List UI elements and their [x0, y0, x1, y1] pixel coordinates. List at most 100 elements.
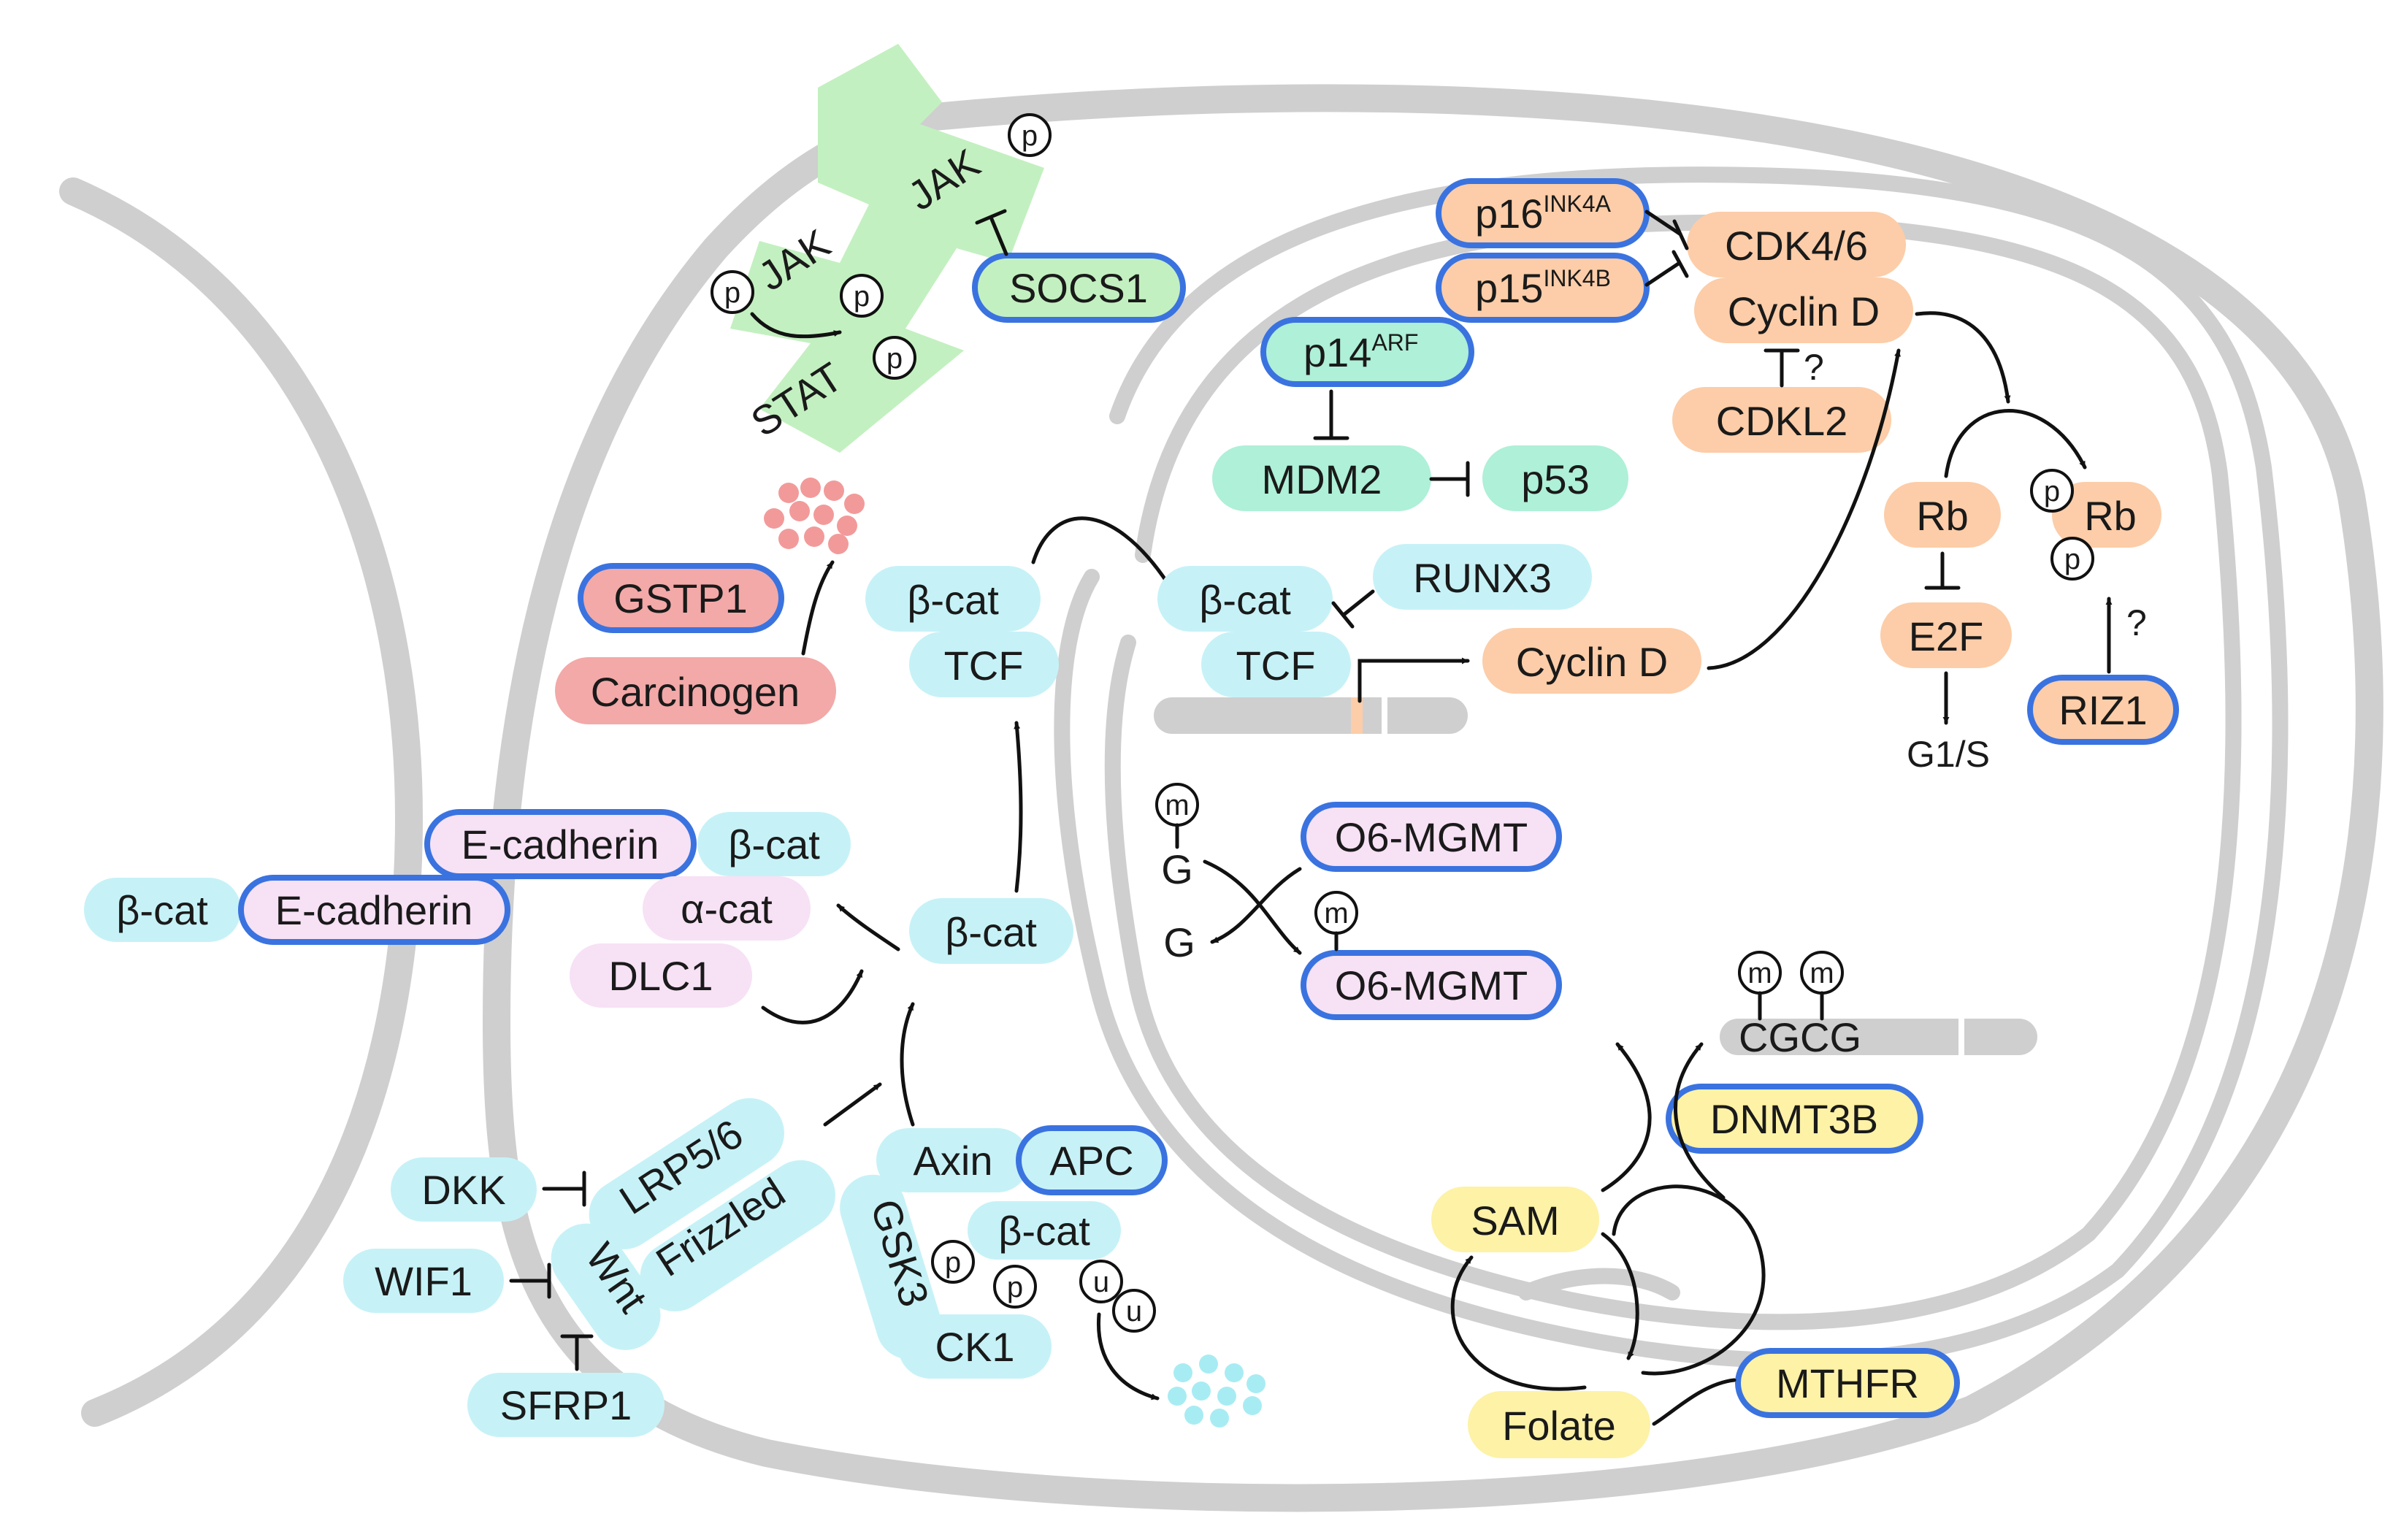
p16-inhibits-cdk [1644, 210, 1682, 236]
methyl-mark-mgmt: m [1314, 891, 1358, 951]
runx3-inhibits-bcat [1341, 589, 1375, 617]
runx3-label: RUNX3 [1413, 555, 1552, 601]
rb-phosphorylation-arrow [1944, 409, 2087, 478]
cyclin-to-rb-arrow [1915, 311, 2011, 404]
bcat-ecad-lower-label: β-cat [116, 887, 208, 933]
p53-label: p53 [1521, 456, 1589, 502]
gstp1-label: GSTP1 [613, 575, 748, 621]
cdk46-pill [1687, 212, 1906, 277]
sam-pill [1431, 1187, 1599, 1252]
nuclear-envelope-outer [1054, 166, 2289, 1369]
mthfr-to-folate [1652, 1378, 1736, 1426]
bcat-ecad-upper-pill [697, 812, 851, 876]
svg-text:m: m [1165, 789, 1189, 821]
bcat-destruction-label: β-cat [998, 1208, 1090, 1254]
p15-pill [1436, 253, 1650, 323]
ecad-upper-pill [424, 809, 697, 879]
svg-text:p: p [724, 277, 740, 309]
receptor-shape [730, 44, 1044, 453]
svg-text:u: u [1126, 1295, 1142, 1328]
svg-text:m: m [1810, 957, 1834, 989]
cyclin-d-complex-label: Cyclin D [1728, 288, 1880, 334]
acat-pill [643, 876, 811, 941]
phospho-mark-center: p [840, 274, 884, 318]
phospho-mark-rb-2: p [2050, 537, 2094, 581]
runx3-inhibits-bcat-bar [1331, 601, 1355, 629]
rb-label: Rb [1916, 493, 1969, 539]
p15-inhibits-cdk [1644, 261, 1682, 287]
phospho-mark-rb-1: p [2030, 469, 2074, 513]
tcf-transcribes-cyclin-d [1357, 657, 1470, 703]
nuclear-envelope-inner [1104, 214, 2242, 1330]
wif1-pill [343, 1249, 504, 1313]
dna-gap-2 [1958, 1019, 1964, 1055]
p14-pill [1260, 317, 1474, 387]
bcat-to-adhesion-arrow [836, 903, 900, 951]
chromatin [1154, 697, 2037, 1055]
dkk-pill [391, 1157, 537, 1222]
wnt-pill [551, 1223, 661, 1350]
cyclin-d-gene-label: Cyclin D [1516, 639, 1668, 685]
jak-phosphorylates-stat-arrow [750, 312, 842, 339]
tcf-cyto-label: TCF [944, 643, 1024, 689]
apc-pill [1016, 1125, 1168, 1195]
cyclin-d-gene-pill [1482, 628, 1701, 694]
svg-text:m: m [1747, 957, 1772, 989]
nuclear-import-arrow [1031, 516, 1171, 586]
svg-text:p: p [2044, 475, 2060, 507]
svg-text:p: p [1022, 120, 1038, 152]
ecad-upper-label: E-cadherin [462, 821, 659, 867]
acat-label: α-cat [681, 886, 773, 932]
methionine-cycle-left [1450, 1255, 1587, 1391]
ubiquitin-mark-2: u [1112, 1289, 1156, 1333]
ecad-lower-label: E-cadherin [275, 887, 473, 933]
methyl-transfer-arrow-2 [1210, 867, 1302, 944]
cdkl2-label: CDKL2 [1716, 398, 1848, 444]
bcat-destruction-pill [968, 1201, 1121, 1260]
socs1-inhibits-jak-bar [975, 209, 1007, 225]
phospho-mark-jak-upper: p [1008, 113, 1052, 157]
bcat-debris [1168, 1355, 1265, 1428]
folate-label: Folate [1502, 1403, 1616, 1449]
cgcg-dna-tail [1964, 1019, 2037, 1055]
phospho-mark-jak-lower: p [711, 270, 754, 314]
g1s-label: G1/S [1907, 734, 1990, 775]
frizzled-pill [640, 1160, 835, 1311]
dlc1-label: DLC1 [608, 953, 713, 999]
cdkl2-pill [1672, 387, 1891, 453]
bcat-nuc-label: β-cat [1199, 577, 1291, 623]
p16-inhibits-cdk-bar [1672, 219, 1689, 250]
socs1-label: SOCS1 [1009, 265, 1148, 311]
o6mgmt-lower-pill [1301, 950, 1562, 1020]
phospho-mark-bcat-2: p [993, 1265, 1037, 1309]
g-plain-label: G [1163, 919, 1195, 965]
bcat-free-pill [909, 898, 1073, 964]
cdkl2-question: ? [1804, 347, 1824, 388]
carcinogen-detox-arrow [801, 560, 835, 656]
sam-label: SAM [1471, 1198, 1559, 1244]
socs1-inhibits-jak [989, 217, 1008, 256]
mdm2-pill [1212, 445, 1431, 511]
receptor-to-bcat-arrow-2 [900, 1002, 915, 1127]
riz1-label: RIZ1 [2059, 687, 2147, 733]
tcf-nuc-pill [1201, 632, 1351, 697]
carcinogen-debris [764, 478, 865, 554]
lrp56-pill [589, 1097, 784, 1249]
gsk3-pill [840, 1174, 942, 1360]
gstp1-pill [578, 563, 784, 633]
bcat-cyto-tcf-pill [865, 566, 1041, 632]
p15-label: p15INK4B [1475, 265, 1611, 311]
bcat-cyto-tcf-label: β-cat [907, 577, 999, 623]
e2f-label: E2F [1909, 613, 1984, 659]
dnmt3b-pill [1666, 1084, 1923, 1154]
g-methyl-label: G [1161, 846, 1193, 892]
ubiquitin-mark-1: u [1079, 1260, 1123, 1303]
cyclin-d-to-complex-arrow [1707, 348, 1901, 670]
cdk46-label: CDK4/6 [1725, 223, 1868, 269]
svg-text:p: p [887, 342, 903, 375]
cyclin-d-gene-dna [1154, 697, 1468, 734]
riz1-question: ? [2126, 602, 2147, 643]
bcat-free-label: β-cat [945, 909, 1037, 955]
tcf-cyto-pill [909, 632, 1059, 697]
